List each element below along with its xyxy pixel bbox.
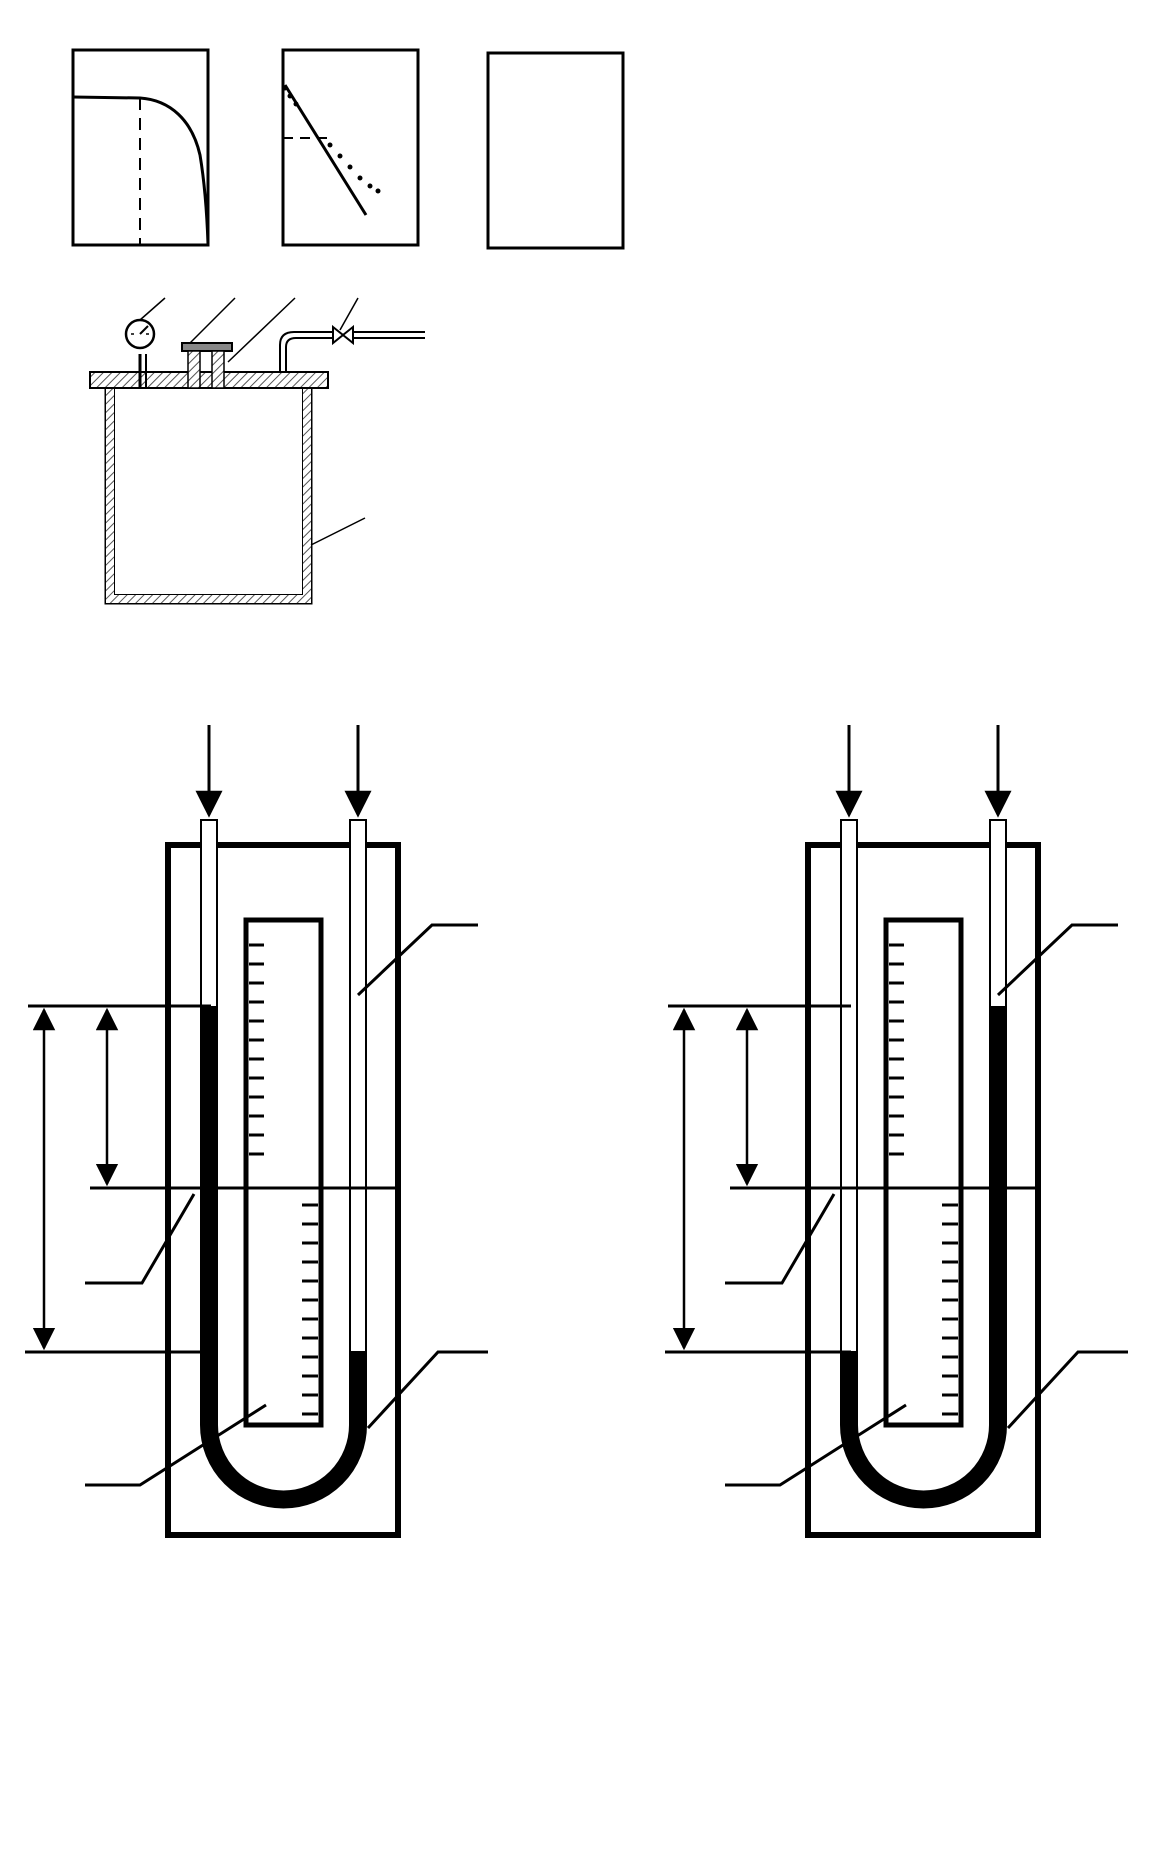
right-tube [349,819,367,1353]
manometer-frame [805,842,1041,1538]
pressure-gauge-icon [124,318,156,350]
callout-leaders [85,923,488,1487]
manometer-right [665,725,1128,1538]
valve-icon [332,324,354,346]
u-bend-liquid [200,1352,367,1509]
scale-board [883,917,964,1428]
liquid-column-right [350,1352,366,1362]
graph-panel-a [71,48,210,247]
manometer-left [25,725,488,1538]
stopper [181,342,233,389]
manometer-frame [165,842,401,1538]
scale-ticks [249,943,318,1416]
level-lines [25,1004,398,1354]
scale-ticks [889,943,958,1416]
cap [89,371,329,389]
callout-leaders [725,923,1128,1487]
level-lines [665,1004,1038,1354]
scale-board [243,917,324,1428]
graph-panel-b [281,48,420,247]
u-bend-liquid [840,1352,1007,1509]
left-tube [840,819,858,1353]
container-wall [104,388,313,605]
vessel-apparatus [89,297,425,605]
liquid-column-right [990,1006,1006,1360]
straight-line [283,84,368,216]
graph-panel-c [486,51,625,250]
liquid-column-left [841,1352,857,1362]
falling-curve [72,95,210,245]
dotted-deviation [282,85,381,194]
liquid-column-left [201,1006,217,1360]
leader-lines [139,297,366,546]
